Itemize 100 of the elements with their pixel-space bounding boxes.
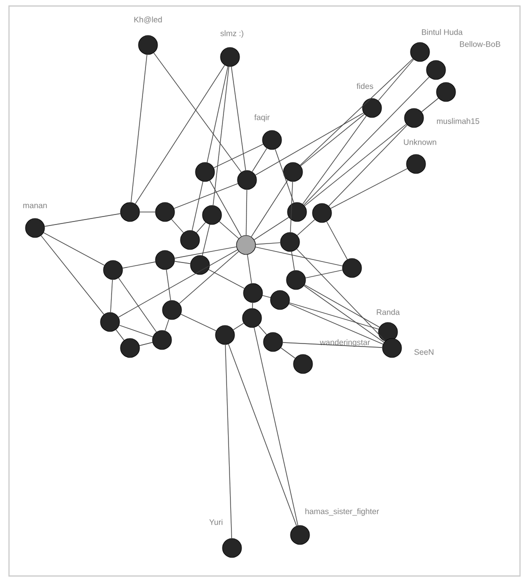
connector-line (250, 180, 288, 238)
connector-line (118, 278, 157, 332)
network-node (342, 258, 362, 278)
connector-line (224, 344, 232, 539)
connector-line (296, 219, 316, 236)
connector-line (214, 144, 264, 168)
network-node (162, 300, 182, 320)
connector-line (305, 270, 343, 278)
connector-line (212, 66, 230, 206)
connector-line (378, 59, 414, 101)
network-node (312, 203, 332, 223)
connector-line (304, 284, 380, 328)
connector-line (164, 318, 170, 332)
connector-line (202, 224, 210, 256)
node-label: Randa (376, 309, 400, 315)
connector-line (110, 279, 113, 313)
network-node (287, 202, 307, 222)
connector-line (274, 148, 294, 204)
network-node (286, 270, 306, 290)
network-node (202, 205, 222, 225)
connector-line (122, 262, 156, 268)
node-label: faqir (254, 114, 270, 122)
connector-line (282, 342, 383, 348)
connector-line (166, 269, 171, 301)
connector-line (134, 64, 226, 204)
network-node (155, 250, 175, 270)
connector-line (174, 246, 237, 259)
network-node (270, 290, 290, 310)
network-node (100, 312, 120, 332)
connector-line (219, 221, 239, 239)
connector-line (206, 66, 228, 163)
connector-line (291, 251, 295, 271)
network-node (120, 202, 140, 222)
connector-line (258, 325, 267, 335)
network-node (155, 202, 175, 222)
network-node (236, 235, 256, 255)
connector-line (116, 329, 124, 341)
connector-line (255, 112, 364, 176)
connector-line (231, 66, 246, 171)
connector-line (289, 302, 379, 330)
connector-line (304, 124, 407, 206)
connector-line (180, 314, 216, 332)
connector-line (252, 302, 253, 309)
network-node (180, 230, 200, 250)
node-label: wanderingstar (320, 339, 370, 347)
connector-line (254, 216, 290, 240)
connector-line (302, 116, 367, 204)
connector-line (255, 246, 343, 266)
connector-line (262, 295, 271, 298)
connector-line (40, 235, 104, 315)
network-node (263, 332, 283, 352)
connector-line (171, 218, 184, 234)
connector-line (209, 180, 242, 237)
connector-line (44, 213, 121, 227)
network-node (436, 82, 456, 102)
connector-line (118, 324, 154, 338)
connector-line (247, 254, 252, 284)
node-label: fides (356, 83, 374, 89)
connector-line (330, 168, 408, 209)
node-label: SeeN (414, 349, 434, 355)
node-label: muslimah15 (436, 118, 480, 124)
connector-line (174, 261, 191, 264)
connector-line (304, 285, 384, 343)
network-node (120, 338, 140, 358)
connector-line (288, 304, 384, 344)
connector-line (174, 183, 238, 209)
network-node (152, 330, 172, 350)
connector-line (43, 232, 105, 266)
connector-line (196, 222, 206, 233)
network-node (215, 325, 235, 345)
node-label: Unknown (404, 139, 436, 145)
connector-line (326, 221, 348, 260)
connector-line (255, 242, 281, 245)
connector-line (252, 148, 268, 172)
connector-line (280, 347, 296, 359)
connector-line (228, 344, 297, 526)
node-label: slmz :) (220, 30, 244, 38)
network-node (243, 283, 263, 303)
connector-line (300, 114, 365, 166)
network-node (280, 232, 300, 252)
network-node (242, 308, 262, 328)
connector-line (192, 181, 204, 231)
connector-line (300, 58, 414, 166)
network-node (103, 260, 123, 280)
connector-line (232, 322, 244, 330)
connector-line (296, 248, 386, 342)
connector-line (304, 76, 430, 206)
connector-line (139, 342, 153, 346)
connector-line (118, 249, 238, 318)
node-label: Bellow-BoB (460, 41, 500, 47)
connector-line (254, 327, 298, 526)
connector-line (208, 269, 245, 289)
connector-line (153, 52, 242, 172)
node-label: Yuri (209, 519, 222, 525)
connector-line (130, 54, 148, 203)
connector-line (246, 189, 248, 236)
network-node (195, 162, 215, 182)
node-label: Kh@led (134, 16, 162, 24)
network-node (237, 170, 257, 190)
connector-line (421, 98, 439, 112)
